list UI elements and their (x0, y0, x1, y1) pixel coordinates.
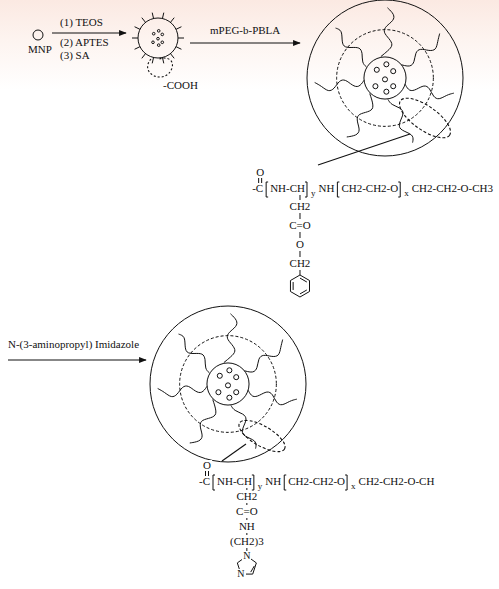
formula-text: NH (317, 183, 335, 194)
nanoparticle (132, 13, 184, 64)
repeat-bracket (213, 475, 215, 490)
formula-text: NH-CH (269, 183, 306, 194)
repeat-bracket (337, 182, 339, 197)
repeat-subscript: y (257, 482, 264, 491)
reagent-label: MNP (28, 44, 52, 55)
formula-text: O (295, 239, 305, 250)
chemical-bond (299, 251, 300, 257)
repeat-bracket (284, 475, 286, 490)
formula-text: CH2 (235, 491, 258, 502)
reagent-label: (1) TEOS (60, 17, 103, 28)
formula-text: CH2-CH2-O-CH (358, 476, 436, 487)
formula-text: CH2-CH2-O (340, 183, 399, 194)
chemical-bond (246, 488, 247, 490)
magnetic-nanoparticle (33, 30, 43, 40)
highlight-loop (148, 58, 173, 77)
formula-text: (CH2)3 (229, 536, 265, 547)
repeat-subscript: x (350, 482, 357, 491)
reagent-label: N-(3-aminopropyl) Imidazole (8, 339, 139, 350)
reagent-label: -COOH (163, 80, 198, 91)
nanoparticle (307, 0, 463, 156)
repeat-bracket (266, 182, 268, 197)
chemical-bond (300, 278, 307, 282)
reaction-arrow (8, 359, 146, 360)
reagent-label: (3) SA (60, 50, 90, 61)
highlight-loop (234, 414, 289, 457)
reaction-arrow (190, 42, 300, 43)
chemical-bond (299, 195, 300, 200)
formula-text: N (242, 551, 251, 561)
formula-text: CH2 (289, 258, 312, 269)
chemical-bond (300, 290, 307, 294)
formula-text: CH2 (289, 201, 312, 212)
chemical-bond (246, 518, 247, 520)
formula-text: CH2-CH2-O-CH3 (411, 183, 494, 194)
chemical-bond (246, 503, 247, 505)
chemical-bond (299, 270, 300, 275)
leader-line (222, 444, 246, 461)
leader-line (318, 134, 410, 165)
formula-text: O (202, 460, 212, 471)
formula-text: NH (264, 476, 282, 487)
formula-text: C=O (235, 506, 258, 517)
formula-text: CH2-CH2-O (287, 476, 346, 487)
reagent-label: (2) APTES (60, 37, 109, 48)
nanoparticle (150, 306, 306, 462)
repeat-subscript: y (310, 189, 317, 198)
chemical-bond (251, 566, 255, 572)
reagent-label: mPEG-b-PBLA (210, 25, 280, 36)
chemical-bond (299, 213, 300, 219)
formula-text: C=O (288, 220, 311, 231)
chemical-bond (293, 282, 294, 290)
reaction-arrow (52, 32, 126, 33)
formula-text: -C (251, 183, 264, 194)
chemical-bond (246, 533, 247, 535)
formula-text: O (255, 167, 265, 178)
formula-text: NH (238, 521, 256, 532)
chemical-bond (299, 232, 300, 238)
formula-text: -C (198, 476, 211, 487)
formula-text: NH-CH (216, 476, 253, 487)
benzene-ring (290, 275, 309, 297)
repeat-subscript: x (403, 189, 410, 198)
formula-text: N (236, 569, 245, 579)
